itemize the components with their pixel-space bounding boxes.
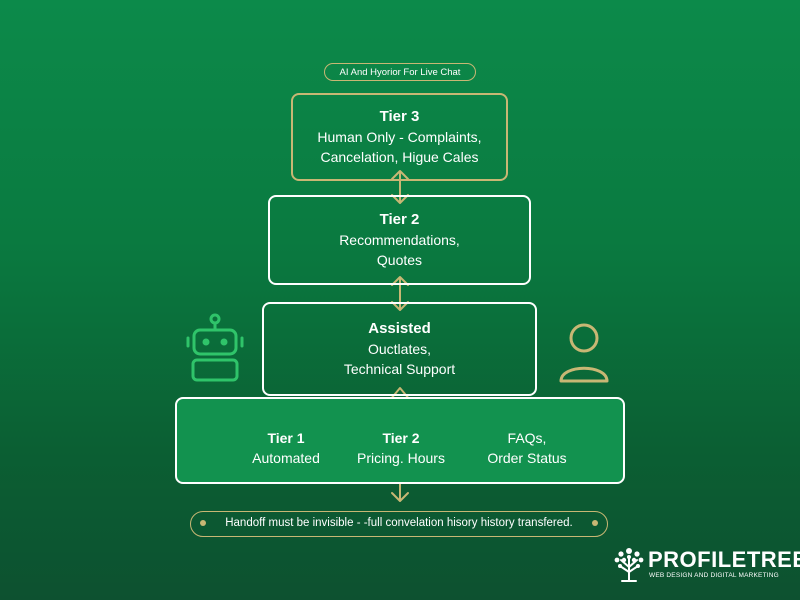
base-col2-sub: Pricing. Hours <box>357 450 445 466</box>
tier3-title: Tier 3 <box>379 108 420 125</box>
base-column-1: Tier 1 Automated <box>236 428 336 468</box>
base-col1-title: Tier 1 <box>267 430 305 446</box>
logo-tagline: WEB DESIGN AND DIGITAL MARKETING <box>649 572 779 579</box>
tier2-line1: Recommendations, <box>339 232 460 248</box>
bullet-dot-icon <box>200 520 206 526</box>
assisted-box: Assisted Ouctlates, Technical Support <box>262 302 537 396</box>
handoff-note-text: Handoff must be invisible - -full convel… <box>225 517 573 529</box>
profiletree-logo: PROFILETREE WEB DESIGN AND DIGITAL MARKE… <box>612 545 800 585</box>
tier2-line2: Quotes <box>376 252 423 268</box>
tier3-box: Tier 3 Human Only - Complaints, Cancelat… <box>291 93 508 181</box>
base-col1-sub: Automated <box>252 450 320 466</box>
assisted-line1: Ouctlates, <box>367 341 432 357</box>
base-column-2: Tier 2 Pricing. Hours <box>345 428 457 468</box>
base-col3-sub: Order Status <box>487 450 567 466</box>
tier3-line1: Human Only - Complaints, <box>317 129 482 145</box>
arrow-down-icon <box>391 492 409 502</box>
diagram-title: AI And Hyorior For Live Chat <box>324 63 476 81</box>
base-col2-title: Tier 2 <box>382 430 420 446</box>
handoff-note: Handoff must be invisible - -full convel… <box>190 511 608 537</box>
base-box <box>175 397 625 484</box>
logo-name: PROFILETREE <box>648 547 800 572</box>
base-column-3: FAQs, Order Status <box>462 428 592 468</box>
tier3-line2: Cancelation, Higue Cales <box>320 149 479 165</box>
tree-icon <box>614 548 644 582</box>
base-col3-title: FAQs, <box>507 430 547 446</box>
tier2-title: Tier 2 <box>379 211 420 228</box>
arrow-down-icon <box>391 194 409 204</box>
arrow-up-icon <box>391 276 409 286</box>
robot-icon <box>186 313 244 382</box>
arrow-down-icon <box>391 301 409 311</box>
person-icon <box>559 323 609 383</box>
arrow-up-icon <box>391 170 409 180</box>
assisted-title: Assisted <box>368 320 431 337</box>
bullet-dot-icon <box>592 520 598 526</box>
assisted-line2: Technical Support <box>343 361 456 377</box>
tier2-box: Tier 2 Recommendations, Quotes <box>268 195 531 285</box>
